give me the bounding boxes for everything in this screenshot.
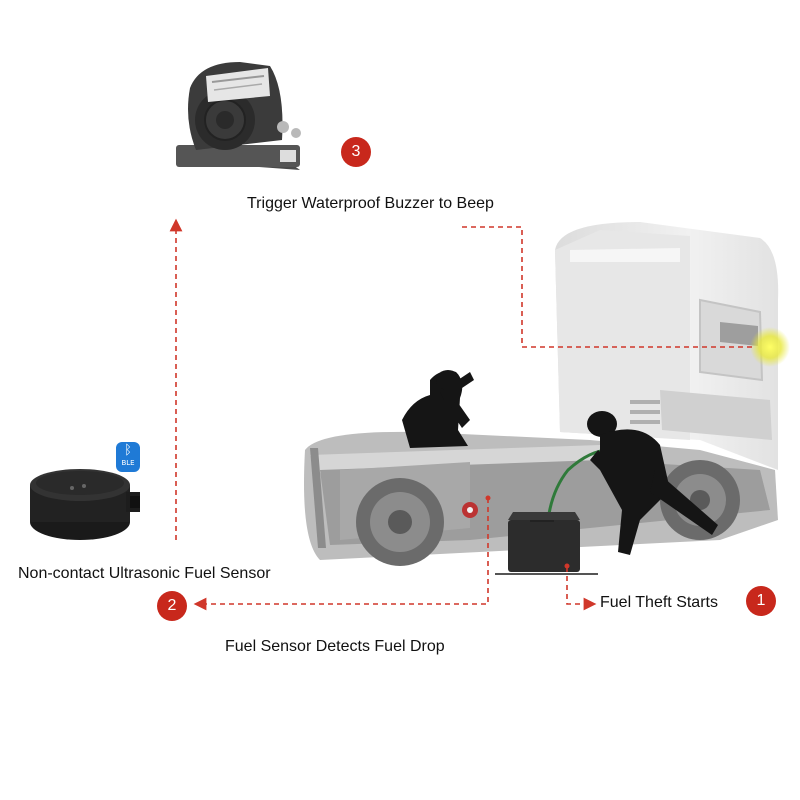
fuel-sensor-device-icon bbox=[30, 469, 140, 540]
step-2-badge: 2 bbox=[157, 591, 187, 621]
theft-label: Fuel Theft Starts bbox=[600, 594, 718, 611]
step-3-badge: 3 bbox=[341, 137, 371, 167]
sensor-label: Non-contact Ultrasonic Fuel Sensor bbox=[18, 565, 271, 582]
step-1-badge: 1 bbox=[746, 586, 776, 616]
bluetooth-symbol: ᛒ bbox=[124, 443, 132, 458]
flow-arrows bbox=[169, 218, 752, 611]
buzzer-device-icon bbox=[176, 62, 301, 170]
ble-label: BLE bbox=[121, 459, 135, 467]
buzzer-label: Trigger Waterproof Buzzer to Beep bbox=[247, 195, 494, 212]
arrow-buzzer-to-lamp bbox=[462, 226, 752, 348]
tank-marker bbox=[564, 563, 570, 569]
bluetooth-icon: ᛒ BLE bbox=[116, 442, 140, 472]
arrow-tank-to-sensor bbox=[193, 498, 489, 611]
detect-label: Fuel Sensor Detects Fuel Drop bbox=[225, 638, 445, 655]
chassis-marker bbox=[485, 495, 491, 501]
warning-lamp-icon bbox=[750, 327, 790, 367]
thief-figure-icon bbox=[587, 411, 718, 555]
arrow-tank-to-theft bbox=[566, 567, 597, 611]
fuel-can-icon bbox=[495, 512, 598, 575]
thief-figure-icon bbox=[402, 370, 474, 448]
